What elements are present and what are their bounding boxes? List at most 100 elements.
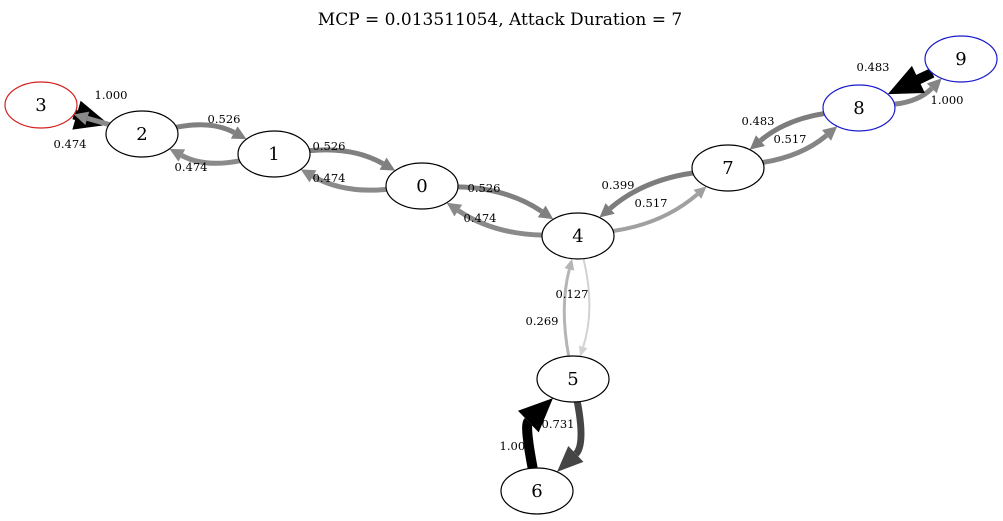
node-ellipse bbox=[822, 84, 896, 132]
node-8: 8 bbox=[822, 84, 896, 132]
edge-2-to-1 bbox=[175, 122, 247, 140]
node-4: 4 bbox=[541, 212, 615, 260]
edge-8-to-9 bbox=[894, 78, 942, 107]
node-ellipse bbox=[536, 355, 610, 403]
edge-label-7-to-8: 0.483 bbox=[742, 114, 775, 128]
arrowhead bbox=[564, 258, 575, 271]
arrowhead bbox=[518, 398, 553, 433]
edge-7-to-4 bbox=[599, 170, 694, 218]
edge-line bbox=[311, 174, 387, 193]
edge-line bbox=[573, 401, 585, 457]
edge-1-to-0 bbox=[309, 147, 396, 171]
edge-9-to-8 bbox=[887, 65, 935, 95]
node-2: 2 bbox=[105, 110, 179, 158]
edge-0-to-1 bbox=[300, 169, 387, 193]
edge-label-2-to-1: 0.526 bbox=[208, 112, 241, 126]
edge-label-0-to-4: 0.526 bbox=[468, 181, 501, 195]
edge-label-7-to-4: 0.517 bbox=[635, 196, 668, 210]
edge-line bbox=[762, 133, 829, 165]
node-ellipse bbox=[4, 81, 78, 129]
node-label: 5 bbox=[567, 369, 578, 390]
arrowhead bbox=[446, 202, 463, 217]
edge-label-4-to-0: 0.474 bbox=[464, 211, 497, 225]
edge-label-5-to-4: 0.269 bbox=[526, 314, 559, 328]
edge-2-to-3 bbox=[73, 111, 110, 127]
edge-line bbox=[457, 184, 544, 214]
edge-line bbox=[582, 258, 591, 348]
edge-line bbox=[522, 417, 538, 470]
node-6: 6 bbox=[500, 467, 574, 515]
edge-labels-layer: 1.0000.4740.5260.4740.5260.4740.5260.474… bbox=[54, 60, 964, 453]
edge-4-to-0 bbox=[446, 202, 543, 238]
edge-line bbox=[758, 111, 825, 143]
edge-label-4-to-5: 0.127 bbox=[556, 287, 589, 301]
nodes-layer: 3 2 1 0 4 7 8 9 5 6 bbox=[4, 35, 998, 515]
node-0: 0 bbox=[385, 162, 459, 210]
edge-line bbox=[456, 208, 543, 238]
node-label: 7 bbox=[722, 158, 733, 179]
edges-layer bbox=[72, 65, 942, 472]
node-label: 3 bbox=[35, 95, 46, 116]
arrowhead bbox=[537, 205, 554, 220]
node-label: 9 bbox=[955, 49, 966, 70]
node-5: 5 bbox=[536, 355, 610, 403]
node-1: 1 bbox=[237, 130, 311, 178]
edge-label-2-to-3: 0.474 bbox=[54, 137, 87, 151]
edge-line bbox=[608, 170, 694, 211]
arrowhead bbox=[822, 126, 838, 141]
edge-6-to-5 bbox=[518, 398, 553, 470]
node-ellipse bbox=[500, 467, 574, 515]
edge-line bbox=[894, 86, 934, 107]
edge-line bbox=[86, 115, 110, 127]
node-label: 8 bbox=[853, 98, 864, 119]
arrowhead bbox=[599, 203, 615, 218]
arrowhead bbox=[73, 111, 90, 126]
edge-label-8-to-9: 0.483 bbox=[857, 60, 890, 74]
edge-label-4-to-7: 0.399 bbox=[602, 178, 635, 192]
edge-label-5-to-6: 0.731 bbox=[542, 417, 575, 431]
edge-line bbox=[175, 122, 236, 135]
node-ellipse bbox=[385, 162, 459, 210]
arrowhead bbox=[557, 445, 584, 472]
graph-title: MCP = 0.013511054, Attack Duration = 7 bbox=[318, 10, 682, 30]
edge-0-to-4 bbox=[457, 184, 554, 220]
arrowhead bbox=[926, 78, 942, 94]
node-ellipse bbox=[541, 212, 615, 260]
arrowhead bbox=[693, 186, 707, 199]
edge-label-8-to-7: 0.517 bbox=[774, 132, 807, 146]
arrowhead bbox=[379, 157, 396, 171]
node-label: 2 bbox=[136, 124, 147, 145]
arrowhead bbox=[887, 65, 925, 95]
node-label: 1 bbox=[268, 144, 279, 165]
edge-line bbox=[180, 153, 241, 166]
edge-label-9-to-8: 1.000 bbox=[931, 93, 964, 107]
arrowhead bbox=[300, 169, 317, 183]
edge-line bbox=[309, 147, 385, 166]
edge-8-to-7 bbox=[749, 111, 825, 150]
edge-label-6-to-5: 1.000 bbox=[500, 439, 533, 453]
node-9: 9 bbox=[924, 35, 998, 83]
node-3: 3 bbox=[4, 81, 78, 129]
edge-line bbox=[562, 268, 571, 357]
edge-4-to-5 bbox=[578, 258, 591, 357]
node-ellipse bbox=[924, 35, 998, 83]
edge-label-0-to-1: 0.474 bbox=[313, 171, 346, 185]
edge-7-to-8 bbox=[762, 126, 838, 165]
edge-1-to-2 bbox=[169, 148, 241, 166]
edge-5-to-4 bbox=[562, 258, 575, 357]
arrowhead bbox=[578, 345, 588, 357]
edge-line bbox=[911, 68, 935, 86]
edge-5-to-6 bbox=[557, 401, 585, 472]
node-label: 0 bbox=[416, 176, 427, 197]
node-ellipse bbox=[691, 144, 765, 192]
edge-4-to-7 bbox=[612, 186, 707, 233]
arrowhead bbox=[169, 148, 186, 162]
arrowhead bbox=[749, 135, 765, 150]
node-label: 6 bbox=[531, 481, 542, 502]
arrowhead bbox=[230, 126, 247, 140]
edge-line bbox=[612, 192, 699, 233]
node-label: 4 bbox=[572, 226, 583, 247]
node-ellipse bbox=[105, 110, 179, 158]
edge-label-1-to-2: 0.474 bbox=[175, 160, 208, 174]
